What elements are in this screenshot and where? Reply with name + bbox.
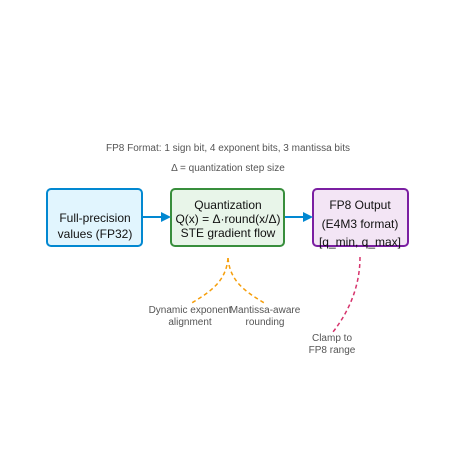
output-box-frame [312, 188, 409, 247]
output-box-line-2: (E4M3 format) [322, 217, 399, 231]
connector-dynamic-exponent [189, 257, 229, 305]
quantization-box-line-2: Q(x) = Δ·round(x/Δ) [175, 212, 280, 226]
output-box: FP8 Output (E4M3 format) [q_min, q_max] [312, 188, 409, 249]
format-note: FP8 Format: 1 sign bit, 4 exponent bits,… [106, 143, 350, 154]
input-box-line-1: Full-precision [59, 211, 130, 225]
input-box-line-2: values (FP32) [58, 227, 133, 241]
quantization-box: Quantization Q(x) = Δ·round(x/Δ) STE gra… [170, 188, 285, 247]
quantization-box-line-3: STE gradient flow [181, 226, 276, 240]
input-box: Full-precision values (FP32) [46, 188, 143, 247]
annotation-clamp-line-2: FP8 range [309, 345, 356, 356]
output-box-line-1: FP8 Output [329, 198, 391, 212]
quantization-box-frame [170, 188, 285, 247]
annotation-dynamic-exponent-line-2: alignment [168, 317, 212, 328]
connector-clamp [332, 256, 361, 333]
annotation-mantissa-aware-line-2: rounding [246, 317, 285, 328]
delta-note: Δ = quantization step size [171, 163, 285, 174]
annotation-mantissa-aware-line-1: Mantissa-aware [230, 305, 301, 316]
input-box-frame [46, 188, 143, 247]
connector-mantissa-aware [227, 257, 267, 305]
output-box-line-3: [q_min, q_max] [319, 235, 401, 249]
quantization-box-line-1: Quantization [194, 198, 261, 212]
annotation-clamp-line-1: Clamp to [312, 333, 352, 344]
annotation-dynamic-exponent-line-1: Dynamic exponent [149, 305, 232, 316]
